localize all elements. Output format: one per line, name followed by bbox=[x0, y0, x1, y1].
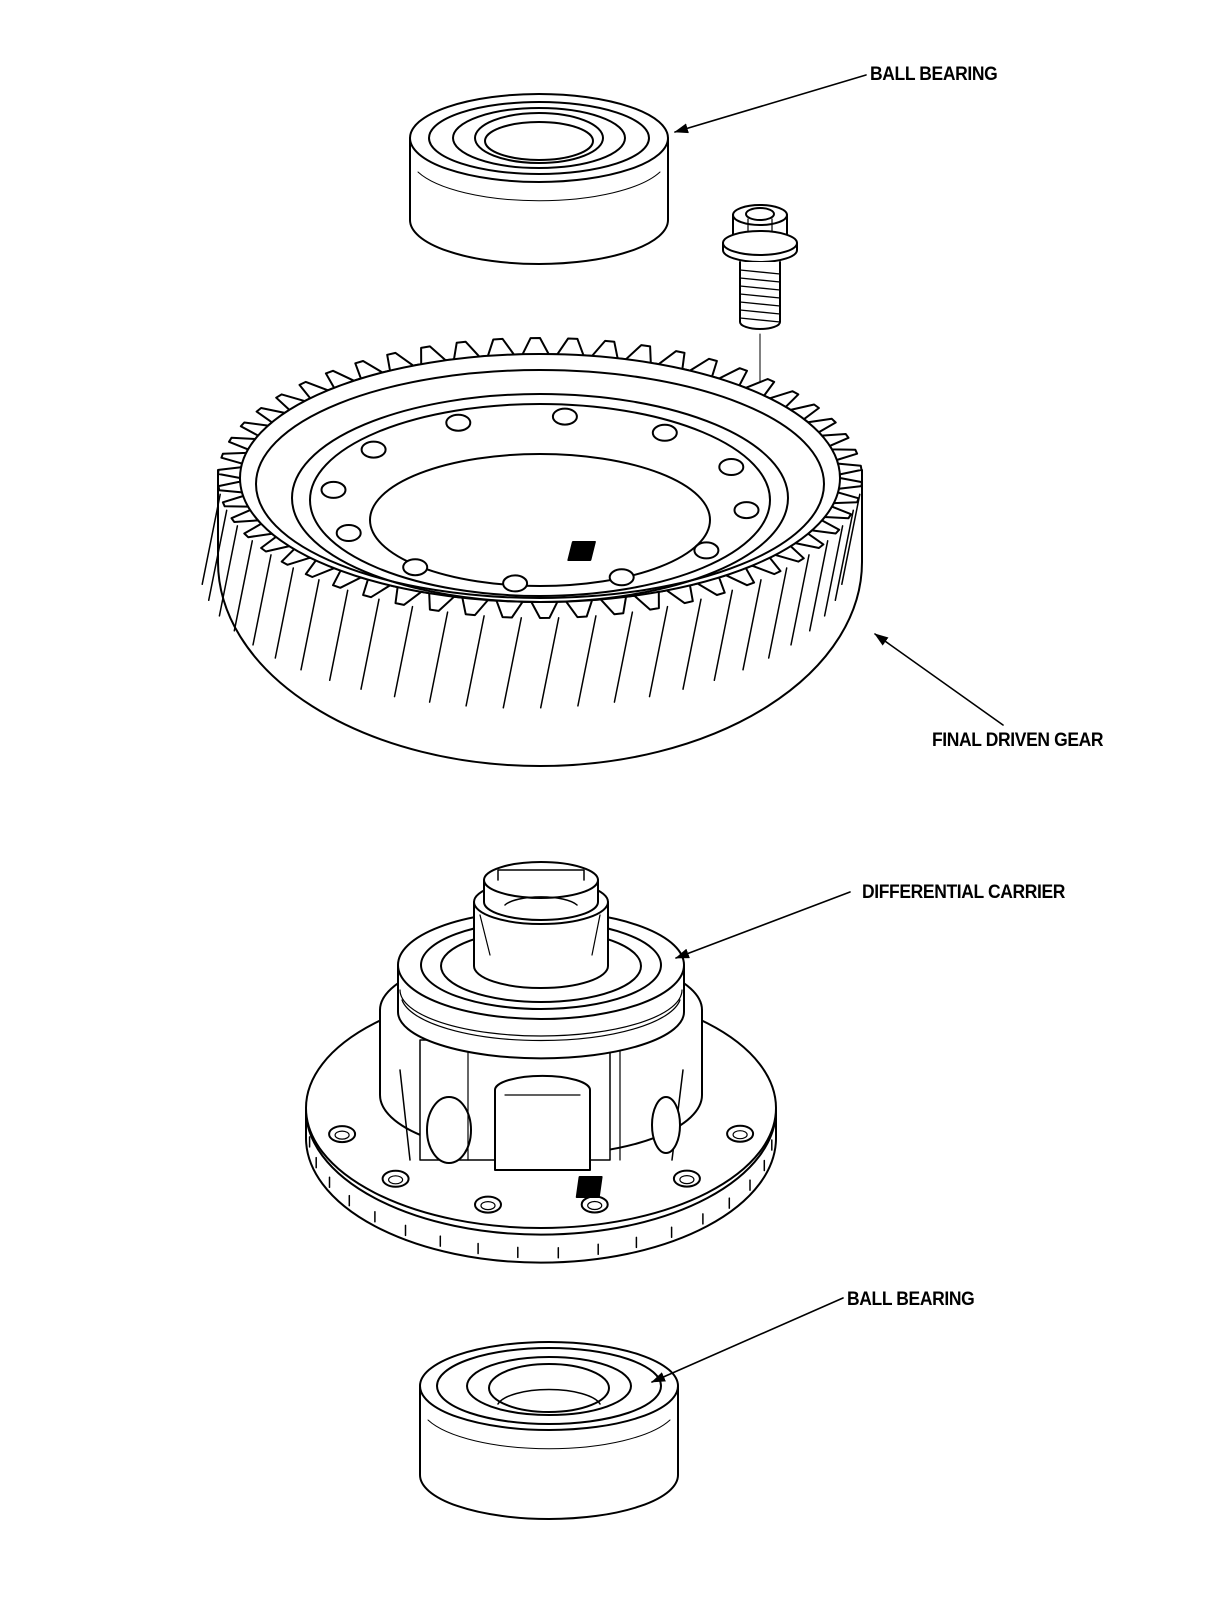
ball-bearing-bottom-label: BALL BEARING bbox=[847, 1289, 975, 1310]
final-driven-gear-label: FINAL DRIVEN GEAR bbox=[932, 730, 1104, 751]
leader-differential-carrier bbox=[675, 891, 851, 959]
final-driven-gear bbox=[201, 337, 863, 767]
ball-bearing-bottom bbox=[419, 1341, 679, 1520]
ball-bearing-top bbox=[409, 93, 669, 265]
differential-carrier-label: DIFFERENTIAL CARRIER bbox=[862, 882, 1066, 903]
leader-lines bbox=[651, 74, 1004, 1383]
leader-ball-bearing-bottom bbox=[651, 1297, 844, 1383]
leader-ball-bearing-top bbox=[674, 74, 867, 134]
ball-bearing-top-label: BALL BEARING bbox=[870, 64, 998, 85]
leader-final-driven-gear bbox=[874, 633, 1004, 726]
differential-carrier bbox=[305, 861, 777, 1264]
flange-bolt bbox=[722, 204, 798, 524]
